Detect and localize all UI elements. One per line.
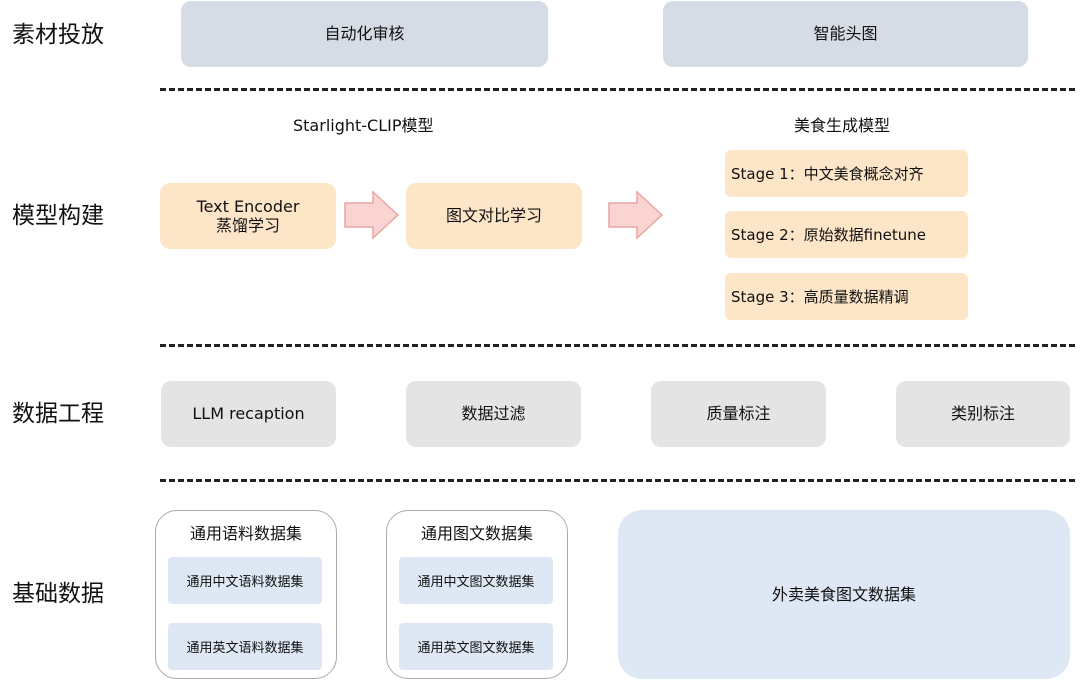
arrow-right-icon bbox=[344, 190, 400, 240]
row-label-material: 素材投放 bbox=[12, 22, 104, 48]
english-image-text-box: 通用英文图文数据集 bbox=[399, 623, 553, 670]
divider-2 bbox=[160, 344, 1075, 347]
quality-annotation-box: 质量标注 bbox=[651, 381, 826, 447]
chinese-image-text-box: 通用中文图文数据集 bbox=[399, 557, 553, 604]
generation-model-title: 美食生成模型 bbox=[794, 116, 891, 135]
stage-2-box: Stage 2：原始数据finetune bbox=[725, 211, 968, 258]
english-corpus-box: 通用英文语料数据集 bbox=[168, 623, 322, 670]
general-corpus-group: 通用语料数据集 通用中文语料数据集 通用英文语料数据集 bbox=[155, 510, 337, 679]
general-image-text-title: 通用图文数据集 bbox=[420, 524, 533, 543]
row-label-model: 模型构建 bbox=[12, 203, 104, 229]
row-label-data-engineering: 数据工程 bbox=[12, 401, 104, 427]
text-encoder-label: Text Encoder bbox=[196, 196, 300, 216]
takeout-food-dataset-box: 外卖美食图文数据集 bbox=[618, 510, 1070, 679]
clip-model-title: Starlight-CLIP模型 bbox=[293, 116, 434, 135]
text-encoder-box: Text Encoder 蒸馏学习 bbox=[160, 183, 336, 249]
data-filter-box: 数据过滤 bbox=[406, 381, 581, 447]
general-image-text-group: 通用图文数据集 通用中文图文数据集 通用英文图文数据集 bbox=[386, 510, 568, 679]
llm-recaption-box: LLM recaption bbox=[161, 381, 336, 447]
stage-3-box: Stage 3：高质量数据精调 bbox=[725, 273, 968, 320]
row-label-base-data: 基础数据 bbox=[12, 581, 104, 607]
smart-cover-box: 智能头图 bbox=[663, 1, 1028, 67]
contrastive-learning-box: 图文对比学习 bbox=[406, 183, 582, 249]
divider-1 bbox=[160, 88, 1075, 91]
auto-review-box: 自动化审核 bbox=[181, 1, 548, 67]
arrow-right-icon bbox=[608, 190, 664, 240]
chinese-corpus-box: 通用中文语料数据集 bbox=[168, 557, 322, 604]
category-annotation-box: 类别标注 bbox=[896, 381, 1070, 447]
stage-1-box: Stage 1：中文美食概念对齐 bbox=[725, 150, 968, 197]
distillation-label: 蒸馏学习 bbox=[215, 216, 280, 235]
divider-3 bbox=[160, 479, 1075, 482]
general-corpus-title: 通用语料数据集 bbox=[189, 524, 302, 543]
